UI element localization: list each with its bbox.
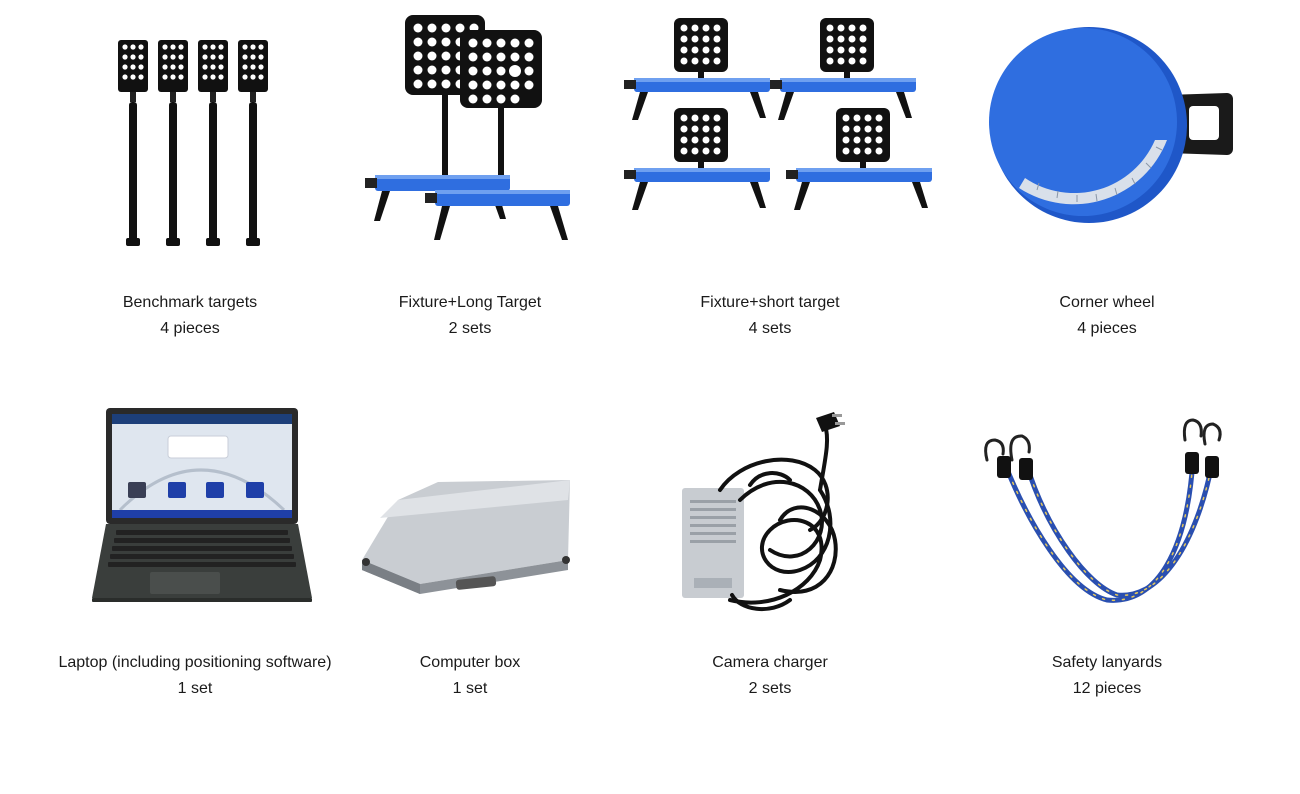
item-quantity: 4 pieces bbox=[160, 320, 220, 337]
item-computer-box: Computer box 1 set bbox=[320, 380, 620, 710]
laptop-image bbox=[92, 408, 312, 602]
item-laptop: Laptop (including positioning software) … bbox=[40, 380, 350, 710]
item-benchmark-targets: Benchmark targets 4 pieces bbox=[40, 0, 340, 360]
item-quantity: 2 sets bbox=[748, 680, 792, 697]
item-corner-wheel: Corner wheel 4 pieces bbox=[957, 0, 1257, 360]
item-name: Fixture+Long Target bbox=[398, 294, 542, 311]
item-name: Corner wheel bbox=[1059, 294, 1155, 311]
item-safety-lanyards: Safety lanyards 12 pieces bbox=[957, 380, 1257, 710]
camera-charger-image bbox=[682, 412, 845, 612]
fixture-long-target-image bbox=[365, 15, 570, 240]
computer-box-image bbox=[362, 480, 570, 594]
corner-wheel-image bbox=[989, 27, 1233, 223]
item-fixture-long-target: Fixture+Long Target 2 sets bbox=[320, 0, 620, 360]
fixture-short-target-image bbox=[624, 18, 932, 210]
item-quantity: 12 pieces bbox=[1072, 680, 1142, 697]
item-name: Benchmark targets bbox=[122, 294, 258, 311]
item-camera-charger: Camera charger 2 sets bbox=[620, 380, 920, 710]
item-name: Fixture+short target bbox=[700, 294, 840, 311]
item-quantity: 2 sets bbox=[448, 320, 492, 337]
item-name: Safety lanyards bbox=[1051, 654, 1163, 671]
safety-lanyards-image bbox=[984, 418, 1222, 603]
item-quantity: 1 set bbox=[177, 680, 213, 697]
item-quantity: 1 set bbox=[452, 680, 488, 697]
item-quantity: 4 pieces bbox=[1077, 320, 1137, 337]
item-name: Camera charger bbox=[712, 654, 828, 671]
item-name: Computer box bbox=[419, 654, 521, 671]
item-fixture-short-target: Fixture+short target 4 sets bbox=[600, 0, 940, 360]
benchmark-targets-image bbox=[118, 40, 268, 246]
item-quantity: 4 sets bbox=[748, 320, 792, 337]
item-name: Laptop (including positioning software) bbox=[58, 654, 332, 671]
